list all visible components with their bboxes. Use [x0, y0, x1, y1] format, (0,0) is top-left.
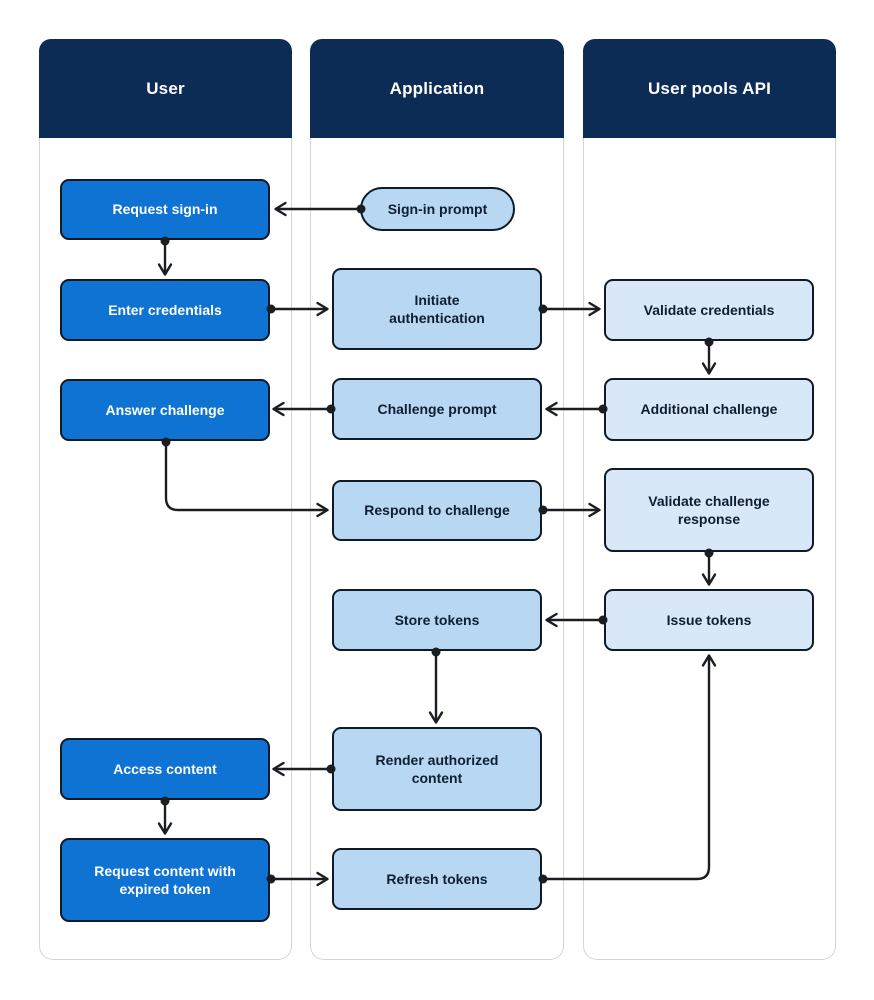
node-sign-in-prompt: Sign-in prompt [360, 187, 515, 231]
node-validate-credentials: Validate credentials [604, 279, 814, 341]
lane-user [39, 138, 292, 960]
node-store-tokens: Store tokens [332, 589, 542, 651]
node-label: Access content [113, 760, 217, 777]
node-request-sign-in: Request sign-in [60, 179, 270, 240]
node-label: Sign-in prompt [387, 200, 488, 217]
node-initiate-authentication: Initiate authentication [332, 268, 542, 350]
node-answer-challenge: Answer challenge [60, 379, 270, 441]
lane-application [310, 138, 564, 960]
node-label: Request sign-in [112, 201, 218, 218]
node-validate-challenge-response: Validate challenge response [604, 468, 814, 552]
node-label: Answer challenge [105, 401, 225, 418]
node-label: Store tokens [394, 611, 480, 628]
node-issue-tokens: Issue tokens [604, 589, 814, 651]
lane-header-user-pools-api: User pools API [583, 39, 836, 138]
node-enter-credentials: Enter credentials [60, 279, 270, 341]
node-access-content: Access content [60, 738, 270, 800]
node-label: Render authorized content [375, 751, 499, 786]
node-label: Refresh tokens [386, 870, 488, 887]
node-refresh-tokens: Refresh tokens [332, 848, 542, 910]
node-label: Validate credentials [643, 301, 775, 318]
node-label: Respond to challenge [364, 502, 510, 519]
node-label: Validate challenge response [648, 492, 770, 527]
node-label: Initiate authentication [389, 291, 485, 326]
node-label: Issue tokens [666, 611, 752, 628]
node-challenge-prompt: Challenge prompt [332, 378, 542, 440]
node-render-authorized-content: Render authorized content [332, 727, 542, 811]
node-label: Enter credentials [108, 301, 222, 318]
node-respond-to-challenge: Respond to challenge [332, 480, 542, 541]
lane-header-user: User [39, 39, 292, 138]
node-additional-challenge: Additional challenge [604, 378, 814, 441]
lane-header-application: Application [310, 39, 564, 138]
node-request-content-with-expired-token: Request content with expired token [60, 838, 270, 922]
node-label: Challenge prompt [377, 400, 497, 417]
node-label: Request content with expired token [94, 862, 236, 897]
node-label: Additional challenge [640, 401, 778, 418]
